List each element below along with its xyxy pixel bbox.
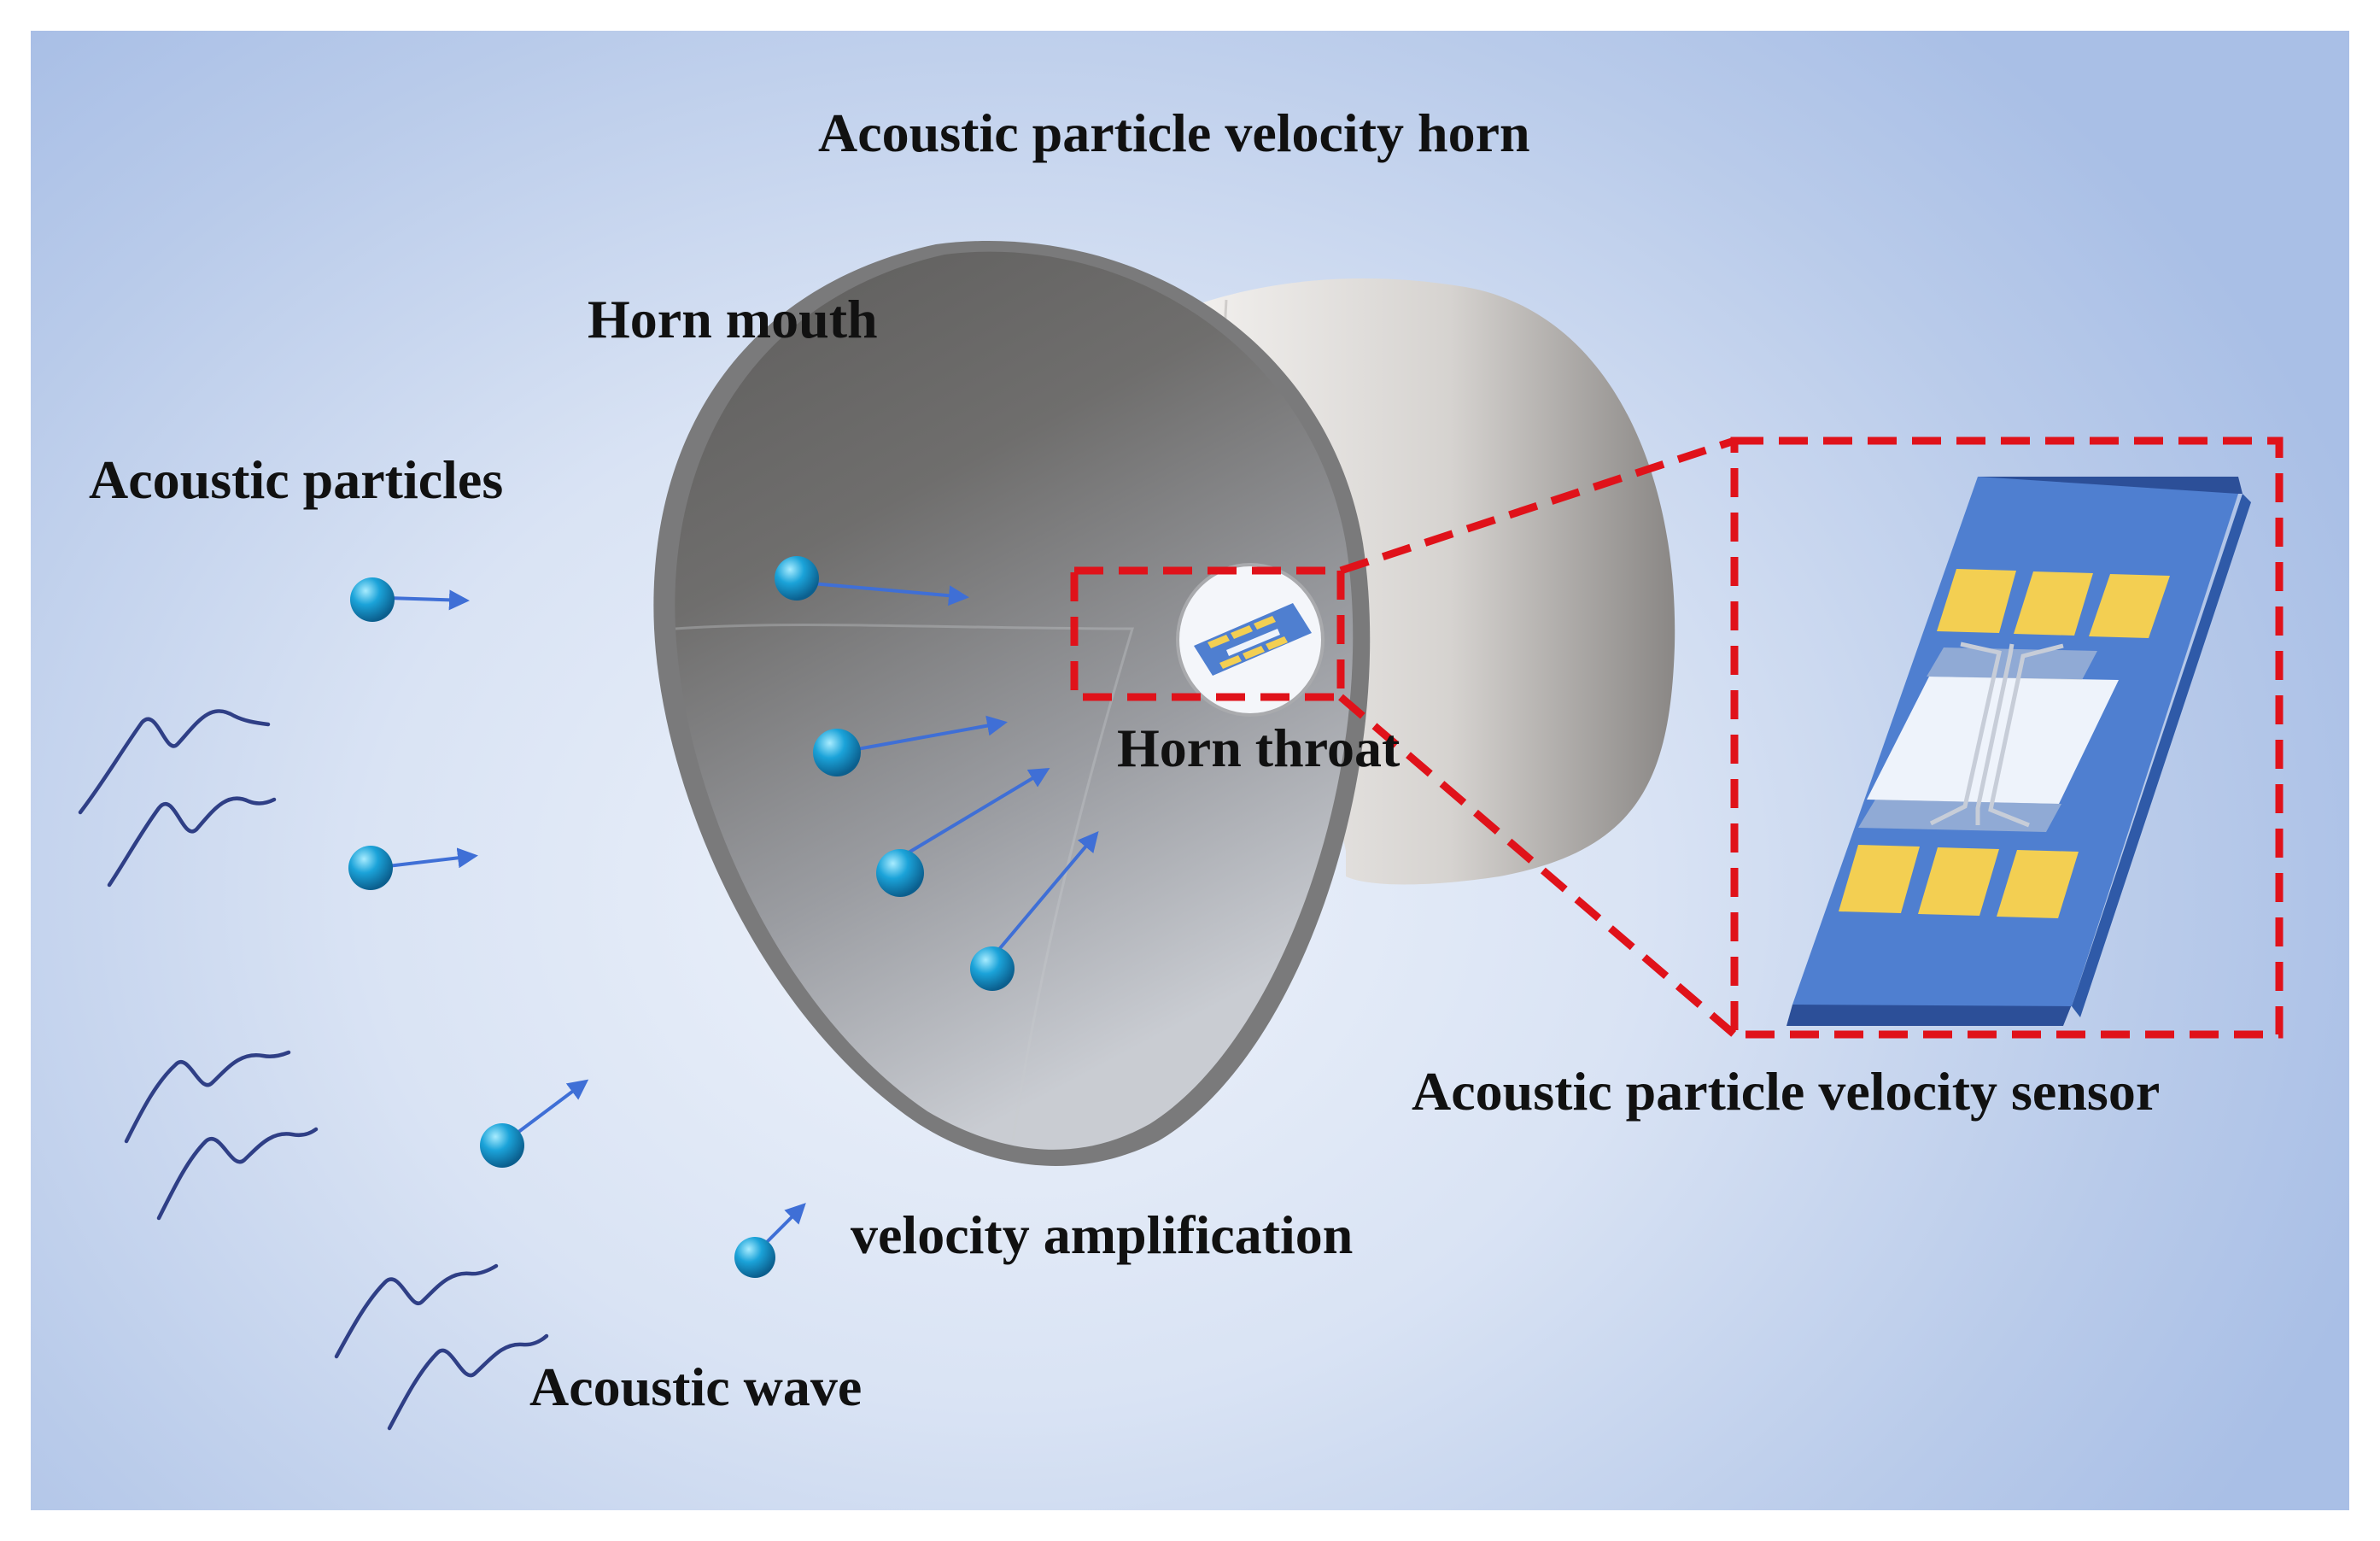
diagram-artwork xyxy=(78,240,2284,1431)
title-label: Acoustic particle velocity horn xyxy=(818,103,1530,163)
horn-throat-opening xyxy=(1176,563,1324,717)
sensor-pad xyxy=(1937,569,2016,633)
zoom-connector-top xyxy=(1339,437,1736,575)
particle xyxy=(350,577,395,622)
figure-panel: Acoustic particle velocity horn Horn mou… xyxy=(31,31,2349,1510)
sensor-pad xyxy=(1918,847,1999,916)
sensor-pad xyxy=(2014,571,2093,636)
wave-line xyxy=(78,709,271,815)
sensor-enlarged xyxy=(1786,477,2251,1026)
velocity-arrow xyxy=(833,715,1008,755)
velocity-arrow xyxy=(994,830,1099,955)
velocity-arrow xyxy=(763,1203,806,1245)
horn-mouth-cone xyxy=(653,240,1371,1166)
wave-line xyxy=(387,1333,549,1431)
velocity-arrow xyxy=(516,1079,589,1134)
acoustic-waves xyxy=(78,709,549,1431)
mini-sensor xyxy=(1194,603,1312,676)
wave-line xyxy=(334,1263,499,1359)
acoustic-particles-group xyxy=(348,556,1015,1278)
particle xyxy=(876,849,924,897)
velocity-amplification-label: velocity amplification xyxy=(851,1204,1354,1265)
particle xyxy=(348,846,393,890)
particle xyxy=(813,729,861,776)
particle xyxy=(480,1123,524,1168)
horn-throat-label: Horn throat xyxy=(1117,718,1401,778)
acoustic-wave-label: Acoustic wave xyxy=(529,1356,863,1417)
wave-line xyxy=(107,796,277,888)
particle xyxy=(734,1237,775,1278)
sensor-pad xyxy=(1997,850,2079,918)
sensor-pad xyxy=(2089,574,2170,638)
wave-line xyxy=(156,1127,319,1221)
velocity-arrow xyxy=(898,767,1050,859)
particle xyxy=(970,946,1015,991)
sensor-label: Acoustic particle velocity sensor xyxy=(1412,1061,2161,1122)
wave-line xyxy=(124,1050,291,1144)
sensor-zoom-box xyxy=(1730,437,2284,1039)
velocity-arrows xyxy=(387,580,1099,1245)
throat-zoom-box xyxy=(1070,566,1345,701)
horn-mouth-label: Horn mouth xyxy=(588,289,878,349)
velocity-arrow xyxy=(792,580,969,606)
velocity-arrow xyxy=(387,589,470,611)
acoustic-particles-label: Acoustic particles xyxy=(89,449,504,510)
velocity-arrow xyxy=(387,847,478,869)
particle xyxy=(775,556,819,601)
sensor-pad xyxy=(1839,845,1920,913)
